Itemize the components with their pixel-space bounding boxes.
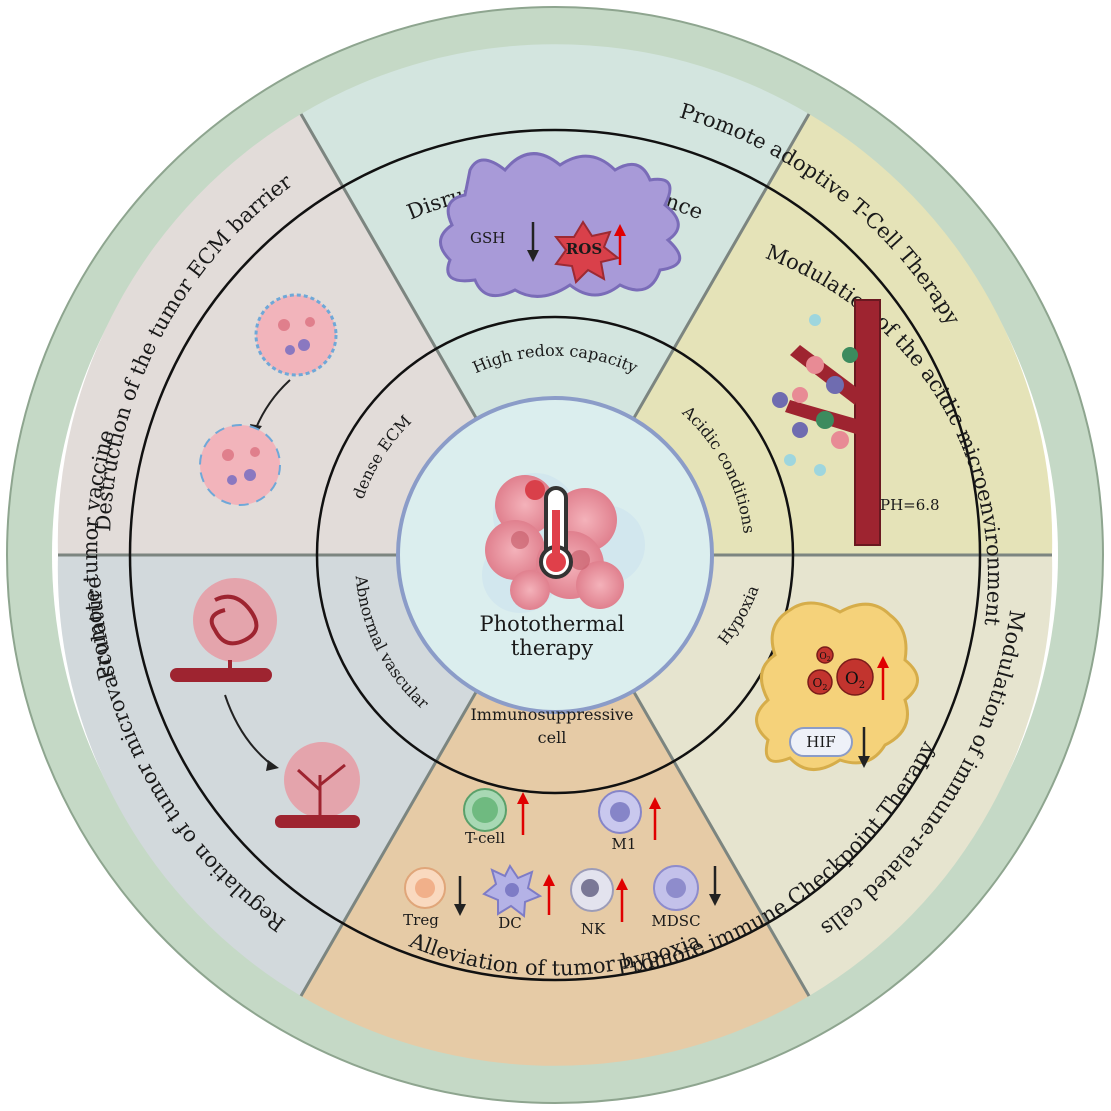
tcell-label: T-cell bbox=[465, 829, 505, 847]
down-arrow-icon bbox=[454, 876, 466, 916]
inner-label-bottom-line1: Immunosuppressive bbox=[470, 705, 633, 724]
down-arrow-icon bbox=[858, 727, 870, 768]
sectors bbox=[57, 44, 1053, 1066]
normalized-vessel-icon bbox=[275, 742, 360, 828]
o2-bubbles-icon bbox=[807, 646, 874, 696]
nk-label: NK bbox=[581, 920, 606, 938]
dc-cell-icon bbox=[482, 864, 543, 918]
hif-label: HIF bbox=[806, 733, 835, 751]
blood-vessel-icon bbox=[772, 299, 881, 546]
m1-macrophage-icon bbox=[598, 790, 642, 834]
dc-label: DC bbox=[498, 914, 522, 932]
m1-label: M1 bbox=[612, 835, 637, 853]
sector-bottom-right bbox=[555, 555, 1053, 996]
hif-badge bbox=[789, 727, 853, 757]
center-label-line1: Photothermal bbox=[480, 612, 625, 636]
down-arrow-icon bbox=[709, 866, 721, 906]
gsh-label: GSH bbox=[470, 229, 505, 247]
dense-ecm-tumor-icon bbox=[254, 293, 338, 377]
o2-mid: O2 bbox=[813, 676, 828, 692]
up-arrow-icon bbox=[649, 797, 661, 840]
ros-label: ROS bbox=[566, 240, 602, 258]
sector-top-right bbox=[555, 114, 1053, 555]
ph-label: PH=6.8 bbox=[880, 496, 940, 514]
inner-label-bottom-line2: cell bbox=[538, 728, 567, 747]
down-arrow-icon bbox=[527, 222, 539, 262]
up-arrow-icon bbox=[877, 656, 889, 700]
curved-arrow-icon bbox=[224, 694, 279, 771]
o2-big: O2 bbox=[845, 669, 865, 691]
treg-icon bbox=[404, 867, 446, 909]
mdsc-label: MDSC bbox=[651, 912, 700, 930]
tcell-icon bbox=[463, 788, 507, 832]
sector-ring-outline bbox=[128, 128, 982, 982]
sector-bottom bbox=[301, 555, 809, 1066]
up-arrow-icon bbox=[614, 224, 626, 265]
center-label-line2: therapy bbox=[511, 636, 593, 660]
treg-label: Treg bbox=[403, 911, 439, 929]
abnormal-vessel-icon bbox=[170, 578, 277, 682]
up-arrow-icon bbox=[616, 878, 628, 922]
sector-top bbox=[301, 44, 809, 555]
o2-small: O2 bbox=[819, 652, 830, 663]
up-arrow-icon bbox=[517, 792, 529, 835]
loose-ecm-tumor-icon bbox=[199, 424, 281, 506]
inner-ring-outline bbox=[315, 315, 795, 795]
up-arrow-icon bbox=[543, 874, 555, 915]
nk-cell-icon bbox=[570, 868, 614, 912]
redox-cell-icon bbox=[439, 152, 682, 298]
thermometer-icon bbox=[539, 486, 573, 579]
ros-star-icon bbox=[553, 220, 621, 284]
mdsc-icon bbox=[653, 865, 699, 911]
